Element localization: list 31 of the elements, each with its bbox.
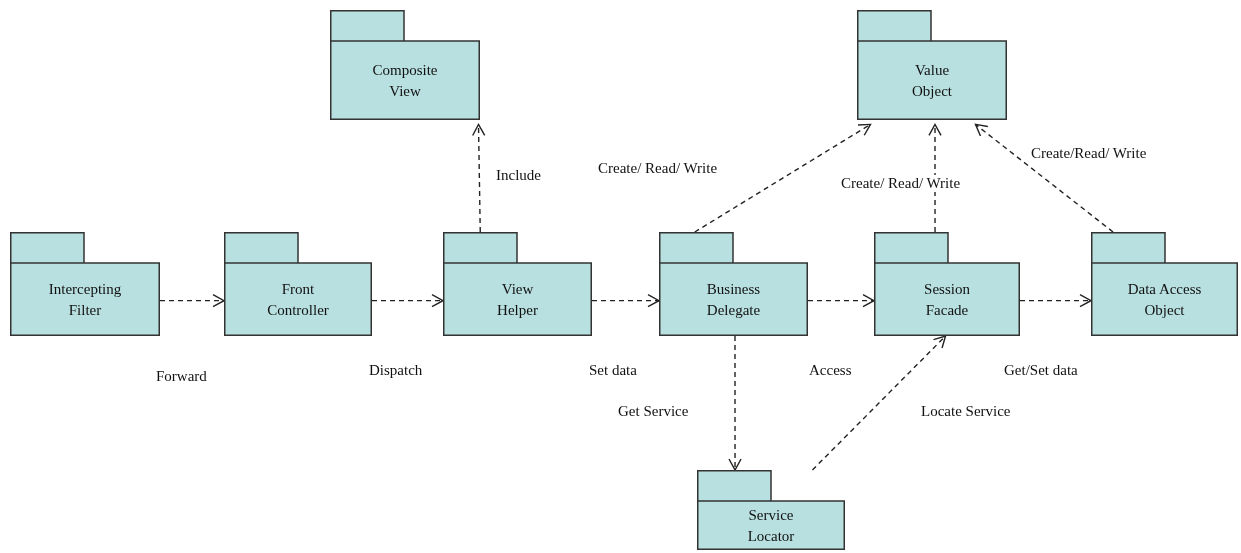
package-node <box>10 232 160 336</box>
package-node <box>874 232 1020 336</box>
dependency-arrow <box>811 335 947 471</box>
package-name: Service Locator <box>746 505 796 546</box>
package-name: Intercepting Filter <box>47 279 123 320</box>
package-node <box>443 232 592 336</box>
dependency-arrow <box>694 123 872 233</box>
package-name: Session Facade <box>923 279 971 320</box>
package-name: Value Object <box>911 60 953 101</box>
package-name: Business Delegate <box>705 279 762 320</box>
edge-label: Dispatch <box>368 362 424 379</box>
dependency-arrow <box>728 335 742 471</box>
dependency-arrow <box>807 293 875 308</box>
package-name: Composite View <box>371 60 439 101</box>
dependency-arrow <box>974 123 1114 233</box>
dependency-arrow <box>928 123 942 233</box>
package-name: Front Controller <box>266 279 330 320</box>
package-node <box>857 10 1007 120</box>
edge-label: Create/ Read/ Write <box>840 175 962 192</box>
package-node <box>659 232 808 336</box>
dependency-arrow <box>472 123 486 233</box>
package-node <box>1091 232 1238 336</box>
dependency-arrow <box>1019 293 1092 308</box>
package-node <box>697 470 845 550</box>
package-node <box>224 232 372 336</box>
package-name: Data Access Object <box>1126 279 1203 320</box>
package-node <box>330 10 480 120</box>
dependency-arrow <box>591 293 660 308</box>
package-name: View Helper <box>496 279 539 320</box>
dependency-arrow <box>371 293 444 308</box>
dependency-arrow <box>159 293 225 308</box>
